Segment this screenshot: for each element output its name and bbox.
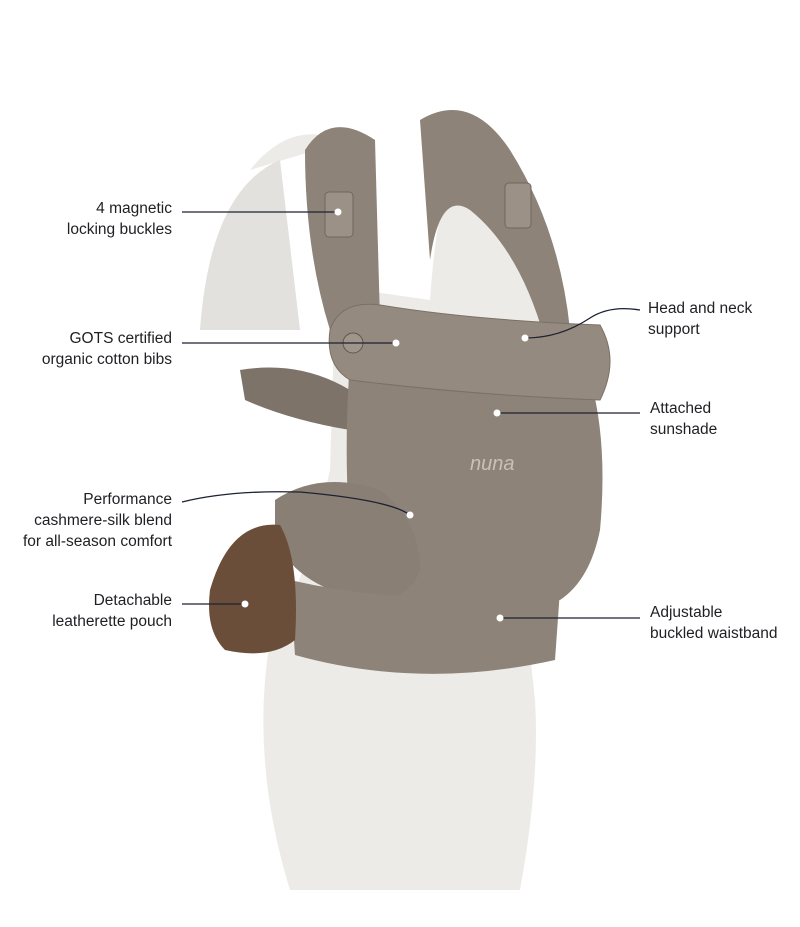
callout-text: cashmere-silk blend [34,512,172,529]
leatherette-pouch [209,524,296,654]
callout-text: Detachable [93,592,172,609]
brand-logo: nuna [470,453,515,475]
right-shoulder-strap [420,110,570,340]
callout-text: Head and neck [648,300,753,317]
callout-sunshade: Attached sunshade [650,398,717,440]
callout-text: Adjustable [650,604,723,621]
callout-text: organic cotton bibs [41,351,172,368]
callout-buckles: 4 magnetic locking buckles [67,198,172,240]
callout-text: locking buckles [66,221,172,238]
mannequin-shoulder [200,160,300,330]
callout-lines [181,211,641,619]
callout-fabric: Performance cashmere-silk blend for all-… [23,489,172,552]
waistband [290,580,560,674]
head-support-bib [328,303,611,401]
callout-bibs: GOTS certified organic cotton bibs [42,328,172,370]
buckle-right [504,182,532,229]
callout-dots [241,208,529,622]
callout-head-support: Head and neck support [648,298,752,340]
callout-waistband: Adjustable buckled waistband [650,602,778,644]
callout-pouch: Detachable leatherette pouch [52,590,172,632]
callout-text: Attached [650,400,712,417]
callout-text: GOTS certified [69,330,173,347]
callout-text: buckled waistband [650,625,778,642]
callout-text: sunshade [650,421,718,438]
callout-text: support [648,321,700,338]
callout-text: Performance [83,491,172,508]
callout-text: leatherette pouch [52,613,172,630]
callout-text: 4 magnetic [96,200,172,217]
baby-seat-leg [275,482,420,600]
callout-text: for all-season comfort [22,533,172,550]
